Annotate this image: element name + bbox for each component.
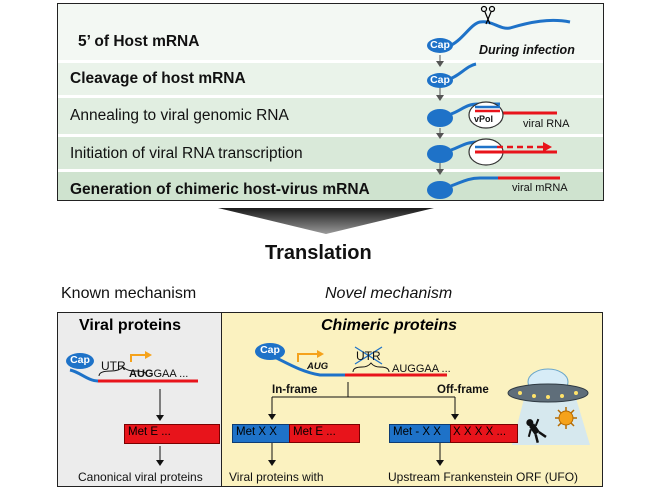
step-2-label: Cleavage of host mRNA xyxy=(70,70,246,87)
off-frame-caption: Upstream Frankenstein ORF (UFO) xyxy=(388,470,579,484)
step-band-1 xyxy=(58,4,603,60)
known-product-text: Met E ... xyxy=(128,426,171,438)
in-frame-red-text: Met E ... xyxy=(293,426,336,438)
ufo-icon xyxy=(507,368,590,445)
off-frame-blue-text: Met - X X xyxy=(393,426,441,438)
in-frame-red-box xyxy=(289,424,360,443)
host-mrna-step1 xyxy=(446,18,571,49)
translation-funnel xyxy=(218,208,434,234)
scissors-icon xyxy=(480,5,496,25)
flow-arrows xyxy=(436,55,444,175)
during-infection-label: During infection xyxy=(479,43,575,57)
in-frame-label: In-frame xyxy=(272,384,318,396)
in-frame-caption: Viral proteins with xyxy=(229,470,324,484)
known-product-box xyxy=(124,424,220,444)
chimeric-proteins-title: Chimeric proteins xyxy=(321,317,458,334)
cap-icon-step1: Cap xyxy=(427,38,453,53)
known-sequence: AUGGAA ... xyxy=(129,368,188,380)
viral-rna-label: viral RNA xyxy=(523,118,570,130)
step-band-2 xyxy=(58,63,603,95)
cap-icon-novel: Cap xyxy=(255,343,285,360)
vpol-label: vPol xyxy=(474,114,494,124)
novel-sequence: AUGGAA ... xyxy=(392,363,451,375)
known-aug: AUG xyxy=(129,368,154,380)
off-frame-red-box xyxy=(450,424,518,443)
novel-aug-label: AUG xyxy=(307,361,329,372)
off-frame-label: Off-frame xyxy=(437,384,489,396)
known-utr-label: UTR xyxy=(101,359,126,373)
viral-mrna-label: viral mRNA xyxy=(512,182,568,194)
step-5-label: Generation of chimeric host-virus mRNA xyxy=(70,181,370,198)
in-frame-blue-text: Met X X xyxy=(236,426,277,438)
translation-title: Translation xyxy=(265,242,372,264)
known-seq-rest: GAA ... xyxy=(153,368,189,380)
known-caption: Canonical viral proteins xyxy=(78,470,203,484)
cap-icon-step2: Cap xyxy=(427,73,453,88)
step-band-3 xyxy=(58,98,603,134)
step-4-label: Initiation of viral RNA transcription xyxy=(70,145,303,162)
process-panel xyxy=(57,3,604,201)
step-1-label: 5’ of Host mRNA xyxy=(78,33,200,50)
step-3-label: Annealing to viral genomic RNA xyxy=(70,107,289,124)
virus-icon xyxy=(555,407,577,429)
cap-icon-known: Cap xyxy=(66,353,94,369)
bottom-graphics xyxy=(69,346,590,466)
process-graphics xyxy=(427,5,571,199)
novel-mechanism-heading: Novel mechanism xyxy=(325,285,453,302)
known-mechanism-heading: Known mechanism xyxy=(61,285,197,302)
person-icon xyxy=(526,418,547,444)
viral-proteins-title: Viral proteins xyxy=(79,317,181,334)
off-frame-red-text: X X X X ... xyxy=(453,426,507,438)
known-panel xyxy=(57,312,222,487)
novel-utr-label: UTR xyxy=(356,349,381,363)
